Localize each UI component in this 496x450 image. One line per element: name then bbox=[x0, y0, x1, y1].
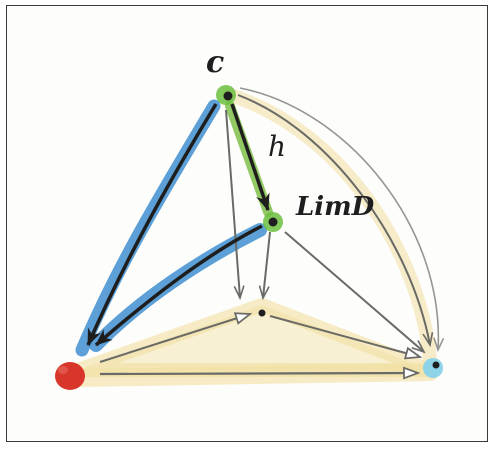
arrow-lim-to-apex bbox=[263, 232, 270, 298]
label-h: h bbox=[268, 130, 286, 163]
node-right-vertex bbox=[423, 358, 443, 378]
node-limd bbox=[263, 212, 283, 232]
node-c bbox=[216, 85, 236, 105]
node-left-vertex bbox=[55, 362, 85, 390]
label-c: c bbox=[206, 45, 224, 80]
node-apex bbox=[259, 310, 266, 317]
arrow-h bbox=[232, 104, 268, 210]
label-limd: LimD bbox=[295, 192, 375, 222]
arrow-left-to-right bbox=[100, 373, 418, 374]
